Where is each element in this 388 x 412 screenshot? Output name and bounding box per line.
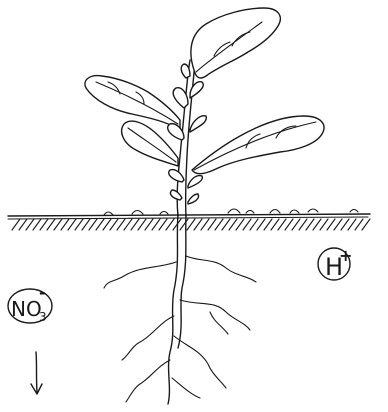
hatch-mark bbox=[110, 219, 118, 230]
hatch-mark bbox=[117, 219, 125, 230]
hatch-mark bbox=[145, 219, 153, 230]
hatch-mark bbox=[187, 219, 195, 230]
hatch-mark bbox=[54, 219, 62, 230]
soil-hatching bbox=[12, 219, 370, 230]
hatch-mark bbox=[159, 219, 167, 230]
hatch-mark bbox=[12, 219, 20, 230]
hatch-mark bbox=[264, 219, 272, 230]
nitrate-ion-charge: - bbox=[39, 283, 46, 302]
hatch-mark bbox=[362, 219, 370, 230]
hatch-mark bbox=[271, 219, 279, 230]
hatch-mark bbox=[68, 219, 76, 230]
hatch-mark bbox=[138, 219, 146, 230]
hatch-mark bbox=[33, 219, 41, 230]
nitrate-ion-symbol: NO bbox=[11, 297, 42, 321]
hatch-mark bbox=[89, 219, 97, 230]
hatch-mark bbox=[334, 219, 342, 230]
hatch-mark bbox=[131, 219, 139, 230]
hatch-mark bbox=[208, 219, 216, 230]
hatch-mark bbox=[229, 219, 237, 230]
hydrogen-ion-charge: + bbox=[339, 246, 352, 265]
hatch-mark bbox=[152, 219, 160, 230]
hatch-mark bbox=[250, 219, 258, 230]
hatch-mark bbox=[19, 219, 27, 230]
hatch-mark bbox=[299, 219, 307, 230]
hatch-mark bbox=[327, 219, 335, 230]
hatch-mark bbox=[320, 219, 328, 230]
nitrate-ion: NO 3 - bbox=[8, 283, 52, 324]
hatch-mark bbox=[215, 219, 223, 230]
hatch-mark bbox=[82, 219, 90, 230]
hatch-mark bbox=[201, 219, 209, 230]
hatch-mark bbox=[292, 219, 300, 230]
down-arrow-icon bbox=[31, 352, 42, 394]
hatch-mark bbox=[61, 219, 69, 230]
hatch-mark bbox=[180, 219, 188, 230]
hatch-mark bbox=[236, 219, 244, 230]
hatch-mark bbox=[26, 219, 34, 230]
hatch-mark bbox=[124, 219, 132, 230]
hatch-mark bbox=[243, 219, 251, 230]
hatch-mark bbox=[348, 219, 356, 230]
hatch-mark bbox=[166, 219, 174, 230]
hatch-mark bbox=[40, 219, 48, 230]
hatch-mark bbox=[75, 219, 83, 230]
hatch-mark bbox=[355, 219, 363, 230]
hatch-mark bbox=[47, 219, 55, 230]
hatch-mark bbox=[257, 219, 265, 230]
hatch-mark bbox=[96, 219, 104, 230]
nitrate-ion-subscript: 3 bbox=[39, 310, 47, 324]
hatch-mark bbox=[194, 219, 202, 230]
hatch-mark bbox=[341, 219, 349, 230]
hatch-mark bbox=[222, 219, 230, 230]
hatch-mark bbox=[278, 219, 286, 230]
root-system bbox=[104, 214, 256, 404]
hatch-mark bbox=[103, 219, 111, 230]
hydrogen-ion: H + bbox=[318, 246, 352, 281]
plant-leaves bbox=[85, 8, 324, 204]
soil-surface bbox=[8, 209, 370, 230]
hatch-mark bbox=[313, 219, 321, 230]
hatch-mark bbox=[285, 219, 293, 230]
hatch-mark bbox=[306, 219, 314, 230]
